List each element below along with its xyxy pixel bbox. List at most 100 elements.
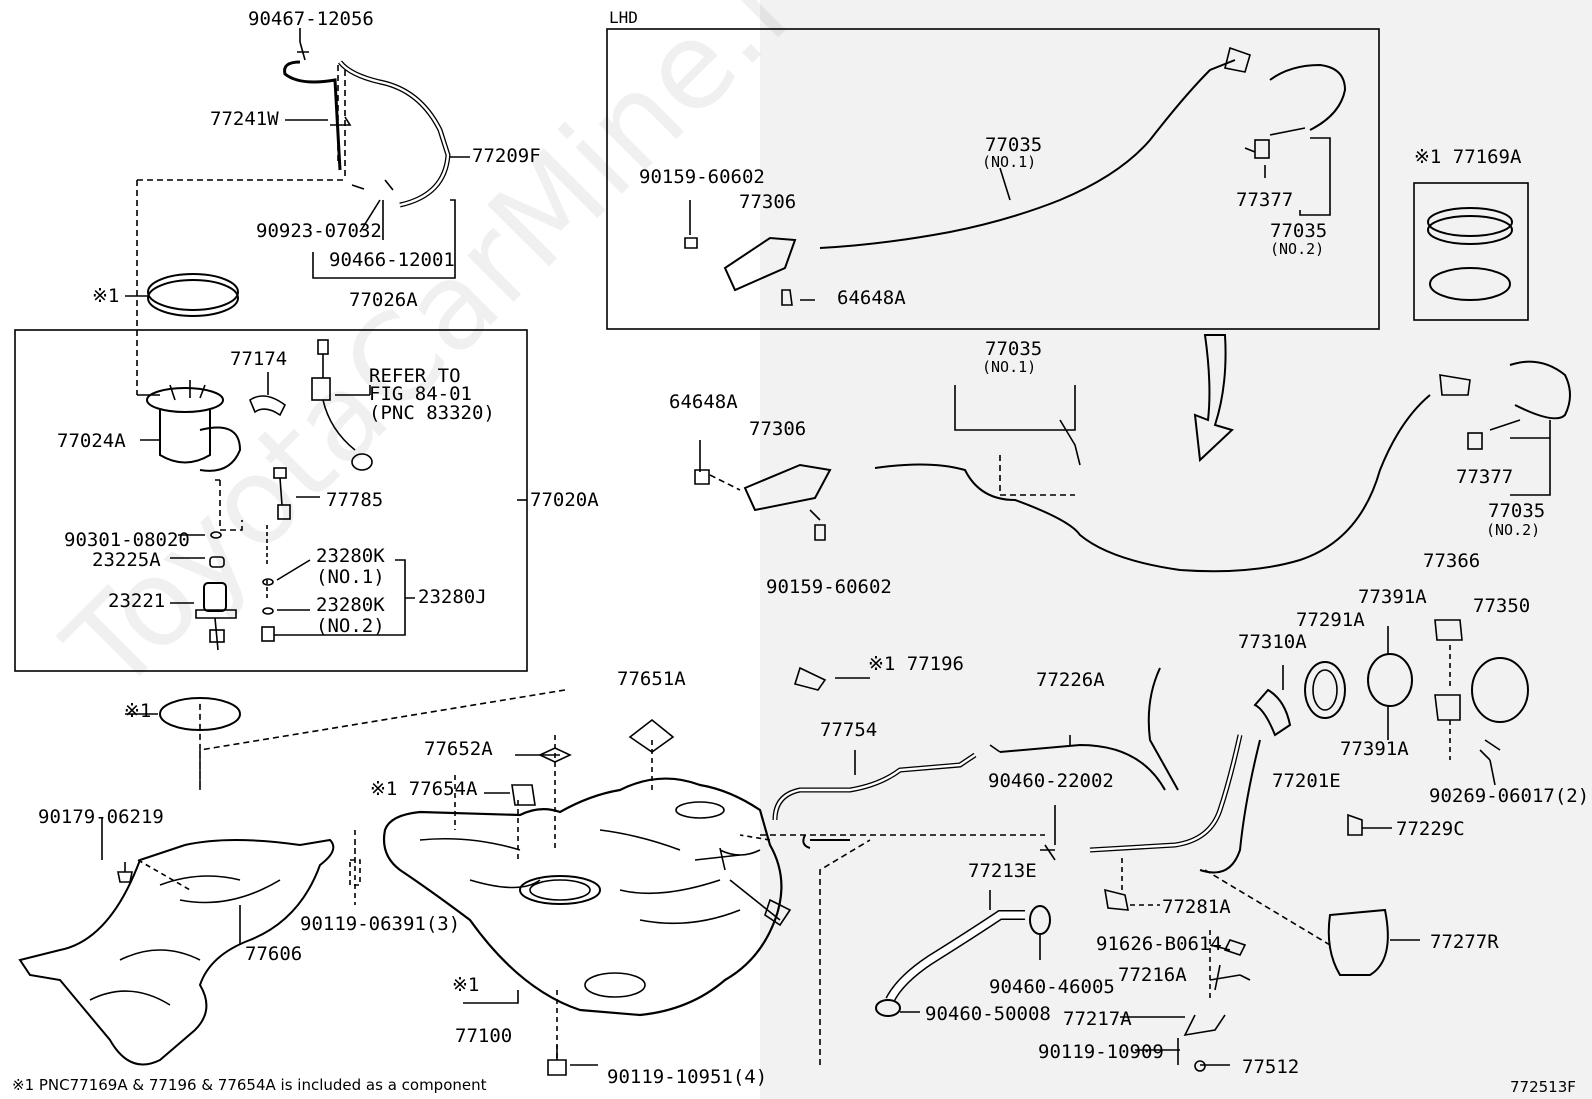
label-77785: 77785 xyxy=(326,489,384,511)
label-77350: 77350 xyxy=(1473,595,1531,617)
label-77291A: 77291A xyxy=(1296,609,1365,631)
refer-line-3: (PNC 83320) xyxy=(369,402,495,424)
label-77754: 77754 xyxy=(820,719,878,741)
footnote: ※1 PNC77169A & 77196 & 77654A is include… xyxy=(12,1076,487,1094)
label-77229C: 77229C xyxy=(1396,818,1465,840)
label-77100: 77100 xyxy=(455,1025,513,1047)
label-77035-no1-lhd: 77035 xyxy=(985,134,1043,156)
pump-flange xyxy=(146,387,224,413)
label-x1-oring: ※1 xyxy=(124,700,152,722)
label-90460-22002: 90460-22002 xyxy=(988,770,1114,792)
label-77306-lhd: 77306 xyxy=(739,191,797,213)
label-90301-08020: 90301-08020 xyxy=(64,529,190,551)
label-77035-no1: 77035 xyxy=(985,338,1043,360)
label-77169A: ※1 77169A xyxy=(1414,146,1522,168)
label-77277R: 77277R xyxy=(1430,931,1499,953)
kit-frame xyxy=(1413,182,1529,321)
label-90467-12056: 90467-12056 xyxy=(248,8,374,30)
label-77377: 77377 xyxy=(1456,466,1514,488)
hose-77754 xyxy=(772,752,977,821)
bracket-77026A xyxy=(312,199,456,279)
label-77201E: 77201E xyxy=(1272,770,1341,792)
label-77174: 77174 xyxy=(230,348,288,370)
label-77391A-top: 77391A xyxy=(1358,586,1427,608)
figure-id: 772513F xyxy=(1510,1078,1576,1096)
label-77196: ※1 77196 xyxy=(868,653,964,675)
label-77652A: 77652A xyxy=(424,738,493,760)
breather-77226A xyxy=(1147,667,1179,791)
lhd-frame xyxy=(606,28,1380,330)
label-x1-tank: ※1 xyxy=(452,974,480,996)
label-77310A: 77310A xyxy=(1238,631,1307,653)
lid-77350 xyxy=(1471,657,1529,723)
label-77606: 77606 xyxy=(245,943,303,965)
label-64648A: 64648A xyxy=(669,391,738,413)
label-77020A: 77020A xyxy=(530,489,599,511)
label-77035-no2-lhd: 77035 xyxy=(1270,220,1328,242)
refer-line-2: FIG 84-01 xyxy=(369,383,472,405)
label-77035-no2-lhd-sub: (NO.2) xyxy=(1270,240,1325,258)
clip-90467 xyxy=(297,41,309,61)
label-77209F: 77209F xyxy=(472,145,541,167)
label-77654A: ※1 77654A xyxy=(370,778,478,800)
label-90119-10951: 90119-10951(4) xyxy=(607,1066,768,1088)
label-23280K-1: 23280K xyxy=(316,545,385,567)
label-77035-no1-sub: (NO.1) xyxy=(982,358,1037,376)
lever-lhd xyxy=(723,236,797,292)
label-91626-B0614: 91626-B0614 xyxy=(1096,933,1222,955)
lock-ring xyxy=(147,273,239,311)
label-90466-12001: 90466-12001 xyxy=(329,249,455,271)
label-77035-no2-sub: (NO.2) xyxy=(1486,521,1541,539)
label-77035-no1-lhd-sub: (NO.1) xyxy=(982,153,1037,171)
label-77377-lhd: 77377 xyxy=(1236,189,1294,211)
label-23221: 23221 xyxy=(108,590,166,612)
label-90923-07032: 90923-07032 xyxy=(256,220,382,242)
label-77306: 77306 xyxy=(749,418,807,440)
label-23225A: 23225A xyxy=(92,549,161,571)
label-23280J: 23280J xyxy=(418,586,487,608)
refer-line-1: REFER TO xyxy=(369,365,461,387)
dashed-top xyxy=(136,65,346,395)
label-no2: (NO.2) xyxy=(316,615,385,637)
label-77512: 77512 xyxy=(1242,1056,1300,1078)
label-90119-06391: 90119-06391(3) xyxy=(300,913,461,935)
label-90460-50008: 90460-50008 xyxy=(925,1003,1051,1025)
label-77366: 77366 xyxy=(1423,550,1481,572)
filler-pipe xyxy=(1089,734,1243,853)
cable-rhd xyxy=(874,394,1431,573)
label-77391A-bottom: 77391A xyxy=(1340,738,1409,760)
label-77026A: 77026A xyxy=(349,289,418,311)
leaders-top xyxy=(285,28,470,240)
label-77024A: 77024A xyxy=(57,430,126,452)
label-64648A-lhd: 64648A xyxy=(837,287,906,309)
77174-part xyxy=(249,395,287,417)
label-77241W: 77241W xyxy=(210,108,279,130)
tube-77209F xyxy=(338,60,451,208)
pump-23221 xyxy=(203,582,227,612)
lhd-label: LHD xyxy=(609,8,638,27)
label-77217A: 77217A xyxy=(1063,1008,1132,1030)
label-77281A: 77281A xyxy=(1162,896,1231,918)
cable-lhd xyxy=(819,59,1236,249)
view-arrow xyxy=(1193,334,1234,463)
protector-77277R xyxy=(1327,908,1389,976)
label-77226A: 77226A xyxy=(1036,669,1105,691)
label-77213E: 77213E xyxy=(968,860,1037,882)
protector-77606 xyxy=(18,838,335,1066)
label-77651A: 77651A xyxy=(617,668,686,690)
clips xyxy=(330,116,394,191)
label-77035-no2: 77035 xyxy=(1488,500,1546,522)
label-90159-60602: 90159-60602 xyxy=(766,576,892,598)
lever-rhd xyxy=(743,463,832,512)
label-x1-ring: ※1 xyxy=(92,285,120,307)
cap-77310A xyxy=(1253,688,1292,737)
label-90119-10909: 90119-10909 xyxy=(1038,1041,1164,1063)
tube-upper xyxy=(283,60,342,171)
label-23280K-2: 23280K xyxy=(316,594,385,616)
fuel-tank-77100 xyxy=(382,777,783,1017)
label-90179-06219: 90179-06219 xyxy=(38,806,164,828)
gasket-77291A xyxy=(1304,661,1346,719)
label-90460-46005: 90460-46005 xyxy=(989,976,1115,998)
